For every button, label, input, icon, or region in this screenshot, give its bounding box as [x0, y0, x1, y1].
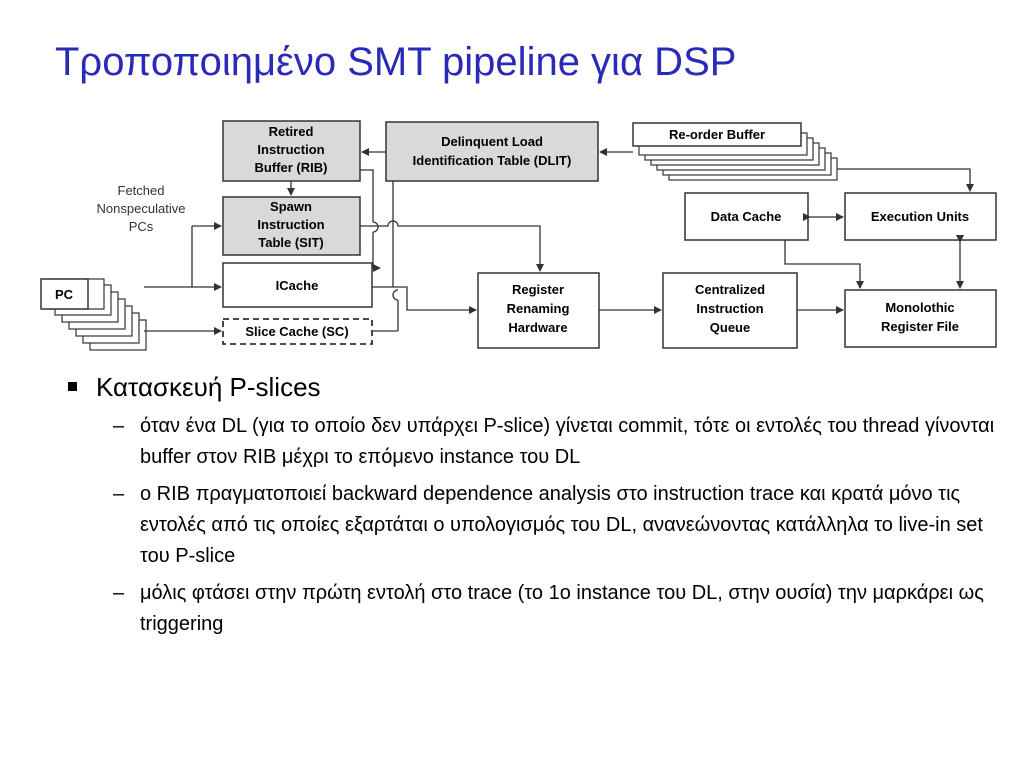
ciq-box: Centralized Instruction Queue [662, 272, 798, 349]
dash-marker: – [113, 582, 125, 604]
rib-box: Retired Instruction Buffer (RIB) [222, 120, 361, 182]
rrh-line-1: Register [512, 282, 564, 297]
fetched-line-1: Fetched [118, 183, 165, 198]
sub-bullet-2-text: ο RIB πραγματοποιεί backward dependence … [140, 483, 983, 567]
icache-box: ICache [222, 262, 373, 308]
slide-title: Τροποποιημένο SMT pipeline για DSP [55, 40, 737, 84]
sub-bullet-1: – όταν ένα DL (για το οποίο δεν υπάρχει … [68, 411, 1013, 473]
rib-line-1: Retired [269, 124, 314, 139]
fetched-line-3: PCs [129, 219, 154, 234]
dlit-box: Delinquent Load Identification Table (DL… [385, 121, 599, 182]
data-cache-label: Data Cache [711, 209, 782, 224]
sub-bullet-2: – ο RIB πραγματοποιεί backward dependenc… [68, 479, 1013, 572]
icache-label: ICache [276, 278, 319, 293]
rib-line-2: Instruction [257, 142, 324, 157]
dlit-line-1: Delinquent Load [441, 134, 543, 149]
main-bullet-text: Κατασκευή P-slices [96, 372, 321, 402]
rrh-line-3: Hardware [508, 320, 567, 335]
slice-cache-label: Slice Cache (SC) [245, 324, 348, 339]
sit-box: Spawn Instruction Table (SIT) [222, 196, 361, 256]
sit-line-3: Table (SIT) [258, 235, 323, 250]
sit-line-1: Spawn [270, 199, 312, 214]
rob-box: Re-order Buffer [632, 122, 802, 147]
execution-units-box: Execution Units [844, 192, 997, 241]
data-cache-box: Data Cache [684, 192, 809, 241]
sub-bullet-3: – μόλις φτάσει στην πρώτη εντολή στο tra… [68, 578, 1013, 640]
dash-marker: – [113, 483, 125, 505]
fetched-line-2: Nonspeculative [97, 201, 186, 216]
main-bullet: Κατασκευή P-slices [68, 372, 1013, 403]
rib-line-3: Buffer (RIB) [255, 160, 328, 175]
square-bullet-icon [68, 382, 77, 391]
dlit-line-2: Identification Table (DLIT) [413, 153, 572, 168]
mrf-line-1: Monolothic [885, 300, 954, 315]
rob-label: Re-order Buffer [669, 127, 765, 142]
mrf-box: Monolothic Register File [844, 289, 997, 348]
mrf-line-2: Register File [881, 319, 959, 334]
ciq-line-1: Centralized [695, 282, 765, 297]
dash-marker: – [113, 415, 125, 437]
slice-cache-box: Slice Cache (SC) [222, 318, 373, 345]
sub-bullet-1-text: όταν ένα DL (για το οποίο δεν υπάρχει P-… [140, 415, 995, 468]
ciq-line-2: Instruction [696, 301, 763, 316]
pc-label: PC [55, 287, 74, 302]
bullet-list: Κατασκευή P-slices – όταν ένα DL (για το… [68, 372, 1013, 646]
ciq-line-3: Queue [710, 320, 750, 335]
connectors [144, 148, 974, 335]
execution-units-label: Execution Units [871, 209, 969, 224]
rrh-box: Register Renaming Hardware [477, 272, 600, 349]
rrh-line-2: Renaming [507, 301, 570, 316]
sit-line-2: Instruction [257, 217, 324, 232]
smt-pipeline-diagram: Re-order Buffer PC Retired Instruction B… [40, 120, 997, 351]
fetched-pcs-label: Fetched Nonspeculative PCs [97, 183, 186, 234]
pc-box: PC [40, 278, 89, 310]
sub-bullet-3-text: μόλις φτάσει στην πρώτη εντολή στο trace… [140, 582, 984, 635]
